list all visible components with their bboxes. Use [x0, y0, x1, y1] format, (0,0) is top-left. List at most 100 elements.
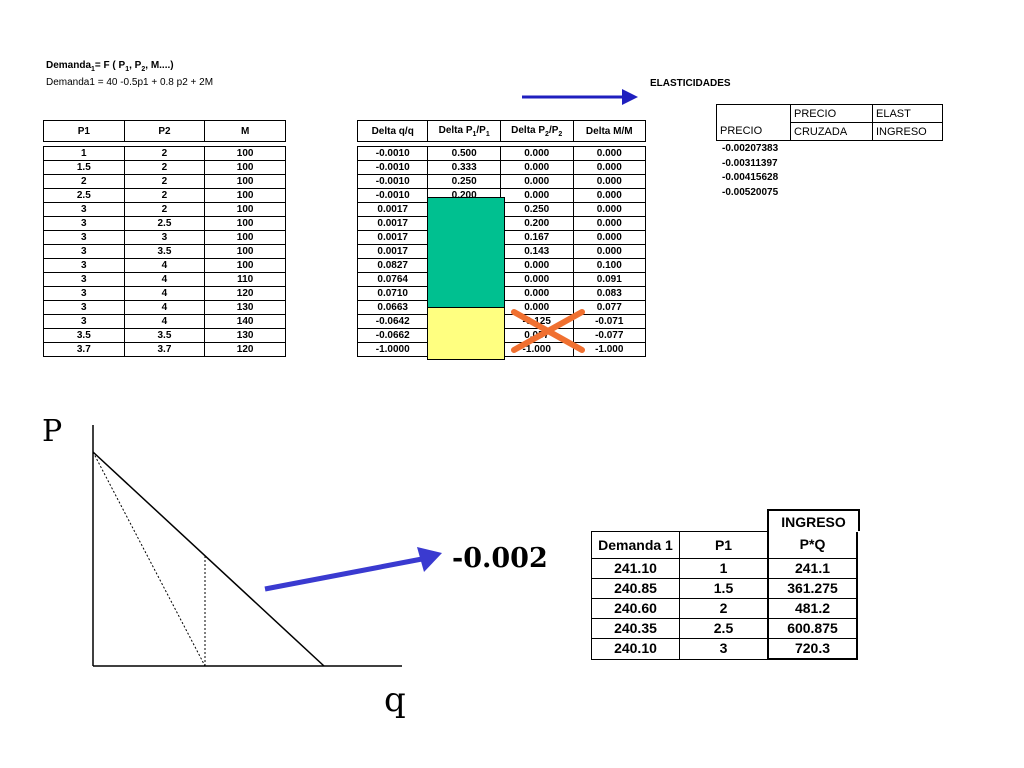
table-cell: 0.333 [427, 160, 501, 175]
table-cell: 0.000 [499, 286, 574, 301]
table-cell: 3.5 [123, 328, 206, 343]
table-cell: 0.000 [572, 244, 646, 259]
col-header-m: M [204, 120, 286, 142]
table-cell: 2 [123, 174, 206, 189]
table-cell: 0.0017 [356, 244, 429, 259]
table-cell: 110 [204, 272, 286, 287]
table-cell: 600.875 [767, 618, 858, 639]
table-cell: 0.000 [572, 146, 646, 161]
table-cell: 241.1 [767, 558, 858, 579]
table-cell: 0.167 [499, 230, 574, 245]
table-cell: 240.10 [591, 638, 680, 660]
table-cell: 0.200 [499, 216, 574, 231]
elasticity-value: -0.00311397 [722, 157, 778, 169]
table-cell: 2 [123, 202, 206, 217]
col-header-delta-p2: Delta P2/P2 [499, 120, 574, 142]
table-cell: -1.0000 [356, 342, 429, 357]
elasticity-table: PRECIO ELAST PRECIO CRUZADA INGRESO [716, 104, 943, 141]
green-highlight-block [427, 197, 505, 308]
table-cell: 3.5 [43, 328, 125, 343]
demand-equation: Demanda1 = 40 -0.5p1 + 0.8 p2 + 2M [46, 77, 214, 88]
table-cell: 3.7 [123, 342, 206, 357]
table-cell: 1 [679, 558, 769, 579]
table-cell: 0.000 [499, 174, 574, 189]
table-cell: 0.083 [572, 286, 646, 301]
table-cell: 3 [43, 286, 125, 301]
delta-table: Delta q/q Delta P1/P1 Delta P2/P2 Delta … [356, 120, 646, 357]
table-cell: 100 [204, 230, 286, 245]
table-cell: 720.3 [767, 638, 858, 660]
table-cell: 3.7 [43, 342, 125, 357]
table-cell: 3 [43, 202, 125, 217]
table-cell: 2 [123, 160, 206, 175]
col-header-delta-m: Delta M/M [572, 120, 646, 142]
table-cell: 0.250 [499, 202, 574, 217]
elasticity-value: -0.00520075 [722, 186, 779, 198]
table-cell: 0.000 [499, 272, 574, 287]
demand-graph [92, 425, 402, 667]
table-cell: -0.0010 [356, 146, 429, 161]
elast-header-blank [716, 104, 791, 123]
col-header-pq: P*Q [767, 531, 858, 559]
table-cell: 0.000 [572, 174, 646, 189]
elast-header-ingreso: INGRESO [872, 122, 943, 141]
table-cell: 0.000 [499, 188, 574, 203]
table-cell: 100 [204, 202, 286, 217]
elasticidades-label: ELASTICIDADES [650, 78, 731, 89]
table-cell: 240.85 [591, 578, 680, 599]
p-axis-label: P [42, 414, 63, 449]
col-header-p1: P1 [43, 120, 125, 142]
table-cell: 100 [204, 146, 286, 161]
table-cell: -0.0662 [356, 328, 429, 343]
table-cell: 3 [43, 314, 125, 329]
table-cell: -0.0010 [356, 174, 429, 189]
table-cell: 100 [204, 160, 286, 175]
demand-function-title: Demanda1= F ( P1, P2, M....) [46, 60, 174, 73]
table-cell: 100 [204, 216, 286, 231]
table-cell: 4 [123, 300, 206, 315]
table-cell: 3.5 [123, 244, 206, 259]
table-cell: 0.000 [499, 146, 574, 161]
table-cell: 361.275 [767, 578, 858, 599]
demand-line [92, 451, 325, 667]
table-cell: 3 [43, 300, 125, 315]
yellow-highlight-block [427, 307, 505, 360]
elasticity-value: -0.00415628 [722, 172, 779, 183]
table-cell: 100 [204, 188, 286, 203]
table-cell: 100 [204, 244, 286, 259]
table-cell: 4 [123, 286, 206, 301]
table-cell: 0.000 [499, 160, 574, 175]
table-cell: 3 [43, 258, 125, 273]
elasticity-values: -0.00207383 -0.00311397 -0.00415628 -0.0… [722, 142, 778, 200]
table-cell: 0.0017 [356, 230, 429, 245]
table-cell: 0.0827 [356, 258, 429, 273]
table-cell: 2.5 [43, 188, 125, 203]
elast-header-precio: PRECIO [716, 122, 791, 141]
elast-header-precio-top: PRECIO [790, 104, 873, 123]
table-cell: 120 [204, 286, 286, 301]
table-cell: -0.0010 [356, 160, 429, 175]
table-cell: 481.2 [767, 598, 858, 619]
table-cell: 0.143 [499, 244, 574, 259]
table-cell: 0.0017 [356, 202, 429, 217]
table-cell: 0.0710 [356, 286, 429, 301]
table-cell: 2 [123, 188, 206, 203]
table-cell: 0.091 [572, 272, 646, 287]
table-cell: 0.500 [427, 146, 501, 161]
dotted-demand-line [92, 451, 206, 667]
table-cell: 1.5 [679, 578, 769, 599]
